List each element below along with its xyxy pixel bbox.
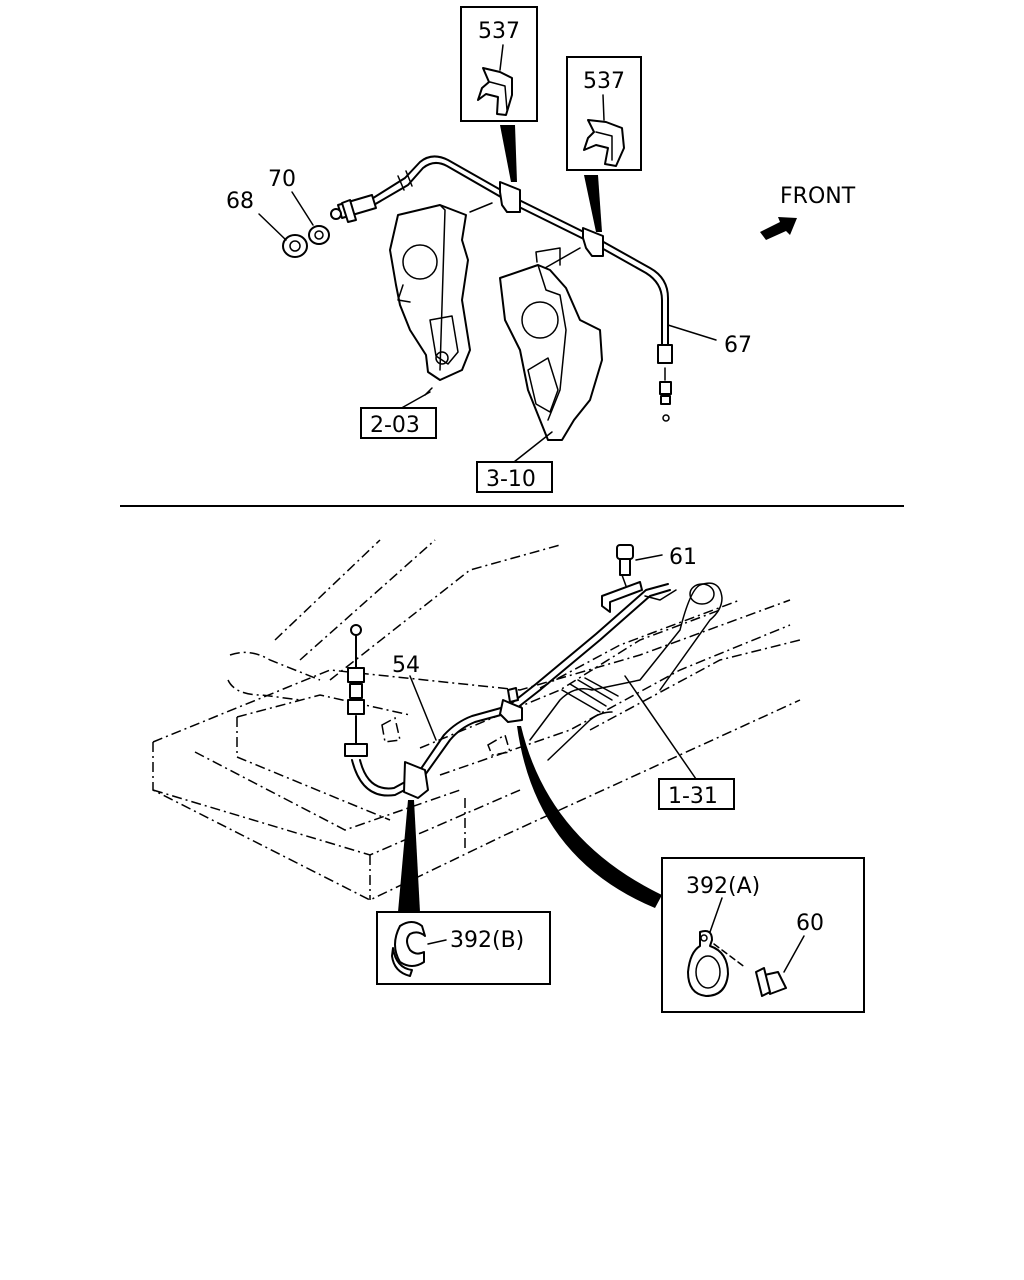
leader-68	[258, 213, 287, 241]
part-number-60: 60	[796, 911, 824, 936]
pipe-clip-1	[499, 181, 521, 213]
leader-67	[667, 324, 717, 341]
part-number-61: 61	[669, 545, 697, 570]
nut-68[interactable]	[282, 234, 308, 258]
part-number-67: 67	[724, 333, 752, 358]
ref-label-3-10: 3-10	[486, 467, 536, 492]
part-number-537-right: 537	[583, 69, 625, 94]
leader-61	[635, 554, 663, 561]
leader-54	[409, 675, 437, 741]
clamp-392b-callout[interactable]: 392(B)	[376, 911, 551, 985]
callout-pointer-392a	[517, 726, 662, 908]
part-number-392b: 392(B)	[450, 928, 524, 953]
leader-1-31	[624, 675, 697, 780]
bracket-3-10[interactable]	[499, 247, 603, 441]
part-number-537-top: 537	[478, 19, 520, 44]
bracket-2-03[interactable]	[389, 204, 471, 396]
callout-pointer-537-right	[584, 175, 602, 232]
ref-label-2-03: 2-03	[370, 413, 420, 438]
clip-537-callout-right[interactable]: 537	[566, 56, 642, 171]
leader-3-10	[513, 431, 553, 463]
pipe-clip-2	[582, 227, 604, 257]
clip-537-callout-top[interactable]: 537	[460, 6, 538, 122]
ref-label-1-31: 1-31	[668, 784, 718, 809]
part-number-70: 70	[268, 167, 296, 192]
front-label: FRONT	[780, 184, 856, 209]
leader-70	[291, 191, 314, 226]
ref-box-1-31[interactable]: 1-31	[658, 778, 735, 810]
ref-box-3-10[interactable]: 3-10	[476, 461, 553, 493]
brake-hose-54[interactable]	[344, 583, 671, 799]
part-number-392a: 392(A)	[686, 874, 760, 899]
ref-box-2-03[interactable]: 2-03	[360, 407, 437, 439]
bracket-61[interactable]	[601, 544, 677, 613]
callout-pointer-537-top	[500, 125, 517, 182]
front-direction-indicator: FRONT	[760, 184, 856, 240]
part-number-54: 54	[392, 653, 420, 678]
drive-tube	[529, 582, 723, 761]
vehicle-frame	[152, 539, 801, 901]
nut-70[interactable]	[308, 225, 330, 245]
callout-pointer-392b	[398, 800, 420, 912]
clamp-392a-callout[interactable]: 392(A) 60	[661, 857, 865, 1013]
part-number-68: 68	[226, 189, 254, 214]
front-arrow-icon	[760, 217, 797, 240]
